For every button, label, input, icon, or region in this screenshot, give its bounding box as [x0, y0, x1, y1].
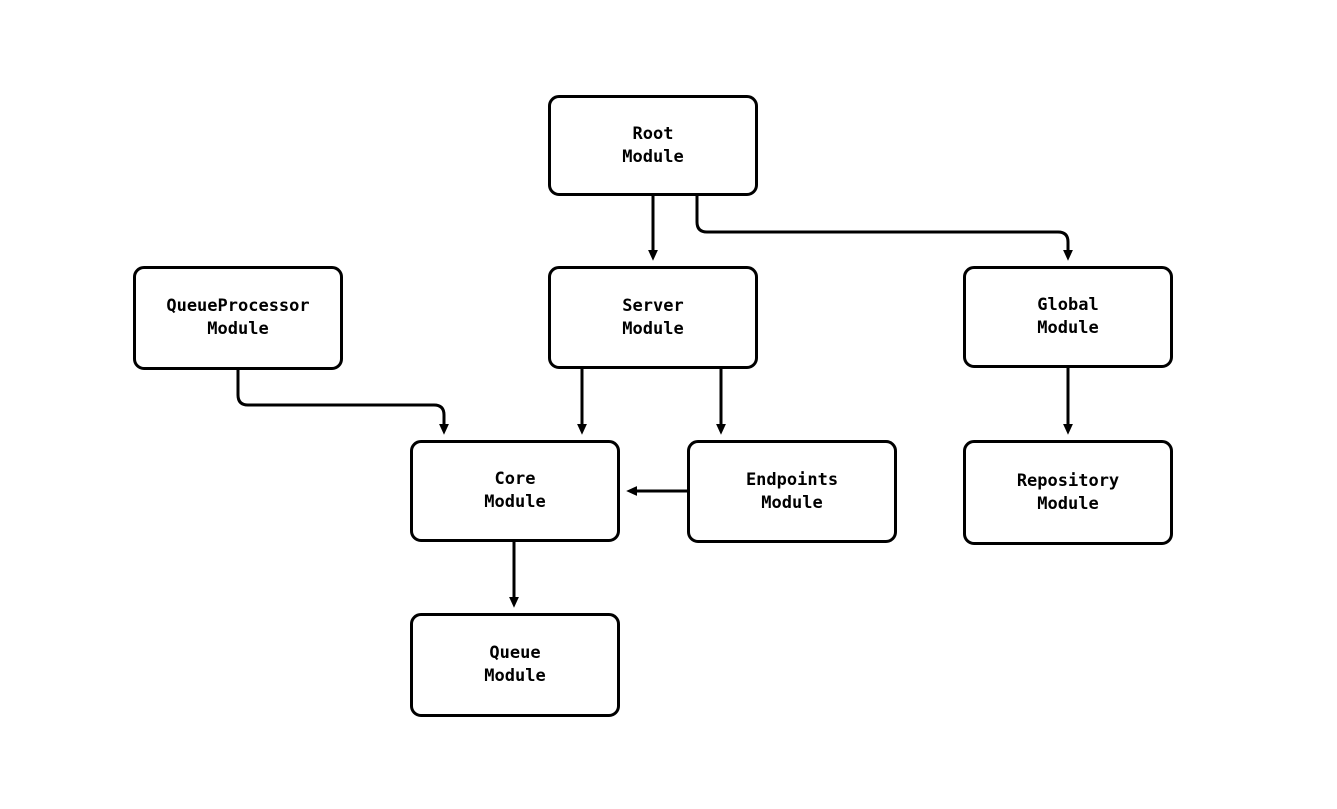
node-queueprocessor-module-label: QueueProcessor Module	[166, 296, 310, 339]
node-queueprocessor-module[interactable]: QueueProcessor Module	[133, 266, 343, 370]
node-server-module[interactable]: Server Module	[548, 266, 758, 369]
node-root-module[interactable]: Root Module	[548, 95, 758, 196]
node-endpoints-module[interactable]: Endpoints Module	[687, 440, 897, 543]
edge-queueprocessor-to-core	[236, 370, 449, 435]
node-repository-module-label: Repository Module	[1016, 470, 1120, 514]
edge-root-to-global	[695, 196, 1073, 261]
node-global-module[interactable]: Global Module	[963, 266, 1173, 368]
node-server-module-label: Server Module	[622, 295, 684, 339]
node-root-module-label: Root Module	[622, 123, 684, 167]
node-queue-module-label: Queue Module	[484, 643, 546, 686]
node-queue-module[interactable]: Queue Module	[410, 613, 620, 717]
node-core-module[interactable]: Core Module	[410, 440, 620, 542]
node-endpoints-module-label: Endpoints Module	[745, 469, 839, 513]
node-core-module-label: Core Module	[484, 469, 546, 512]
node-repository-module[interactable]: Repository Module	[963, 440, 1173, 545]
node-global-module-label: Global Module	[1037, 295, 1099, 338]
